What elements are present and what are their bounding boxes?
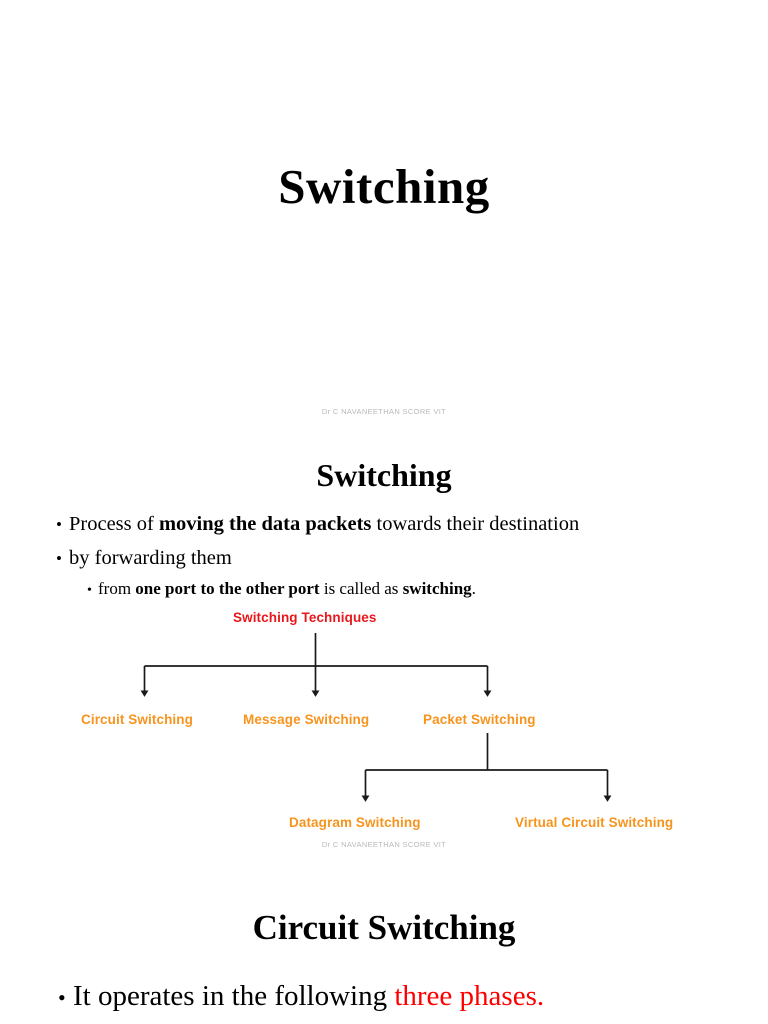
list-item-text-accent: three phases. — [394, 980, 545, 1012]
slide-circuit-switching: Circuit Switching • It operates in the fo… — [0, 860, 768, 1024]
list-item-text-bold: switching — [402, 579, 472, 598]
bullet-marker: • — [87, 583, 92, 598]
bullet-marker: • — [56, 549, 62, 568]
list-item-text-plain: Process of — [69, 513, 159, 535]
list-item-text-plain: It operates in the following — [73, 980, 395, 1012]
diagram-node-datagram-switching: Datagram Switching — [289, 815, 421, 830]
list-item-text-plain: is called as — [319, 579, 403, 598]
list-item-text-plain: towards their destination — [371, 513, 580, 535]
slide-title-page: Switching Dr C NAVANEETHAN SCORE VIT — [0, 0, 768, 440]
diagram-node-packet-switching: Packet Switching — [423, 712, 536, 727]
footer-credit: Dr C NAVANEETHAN SCORE VIT — [321, 407, 447, 416]
list-item: • It operates in the following three phas… — [58, 980, 544, 1013]
bullet-marker: • — [58, 985, 66, 1010]
diagram-node-circuit-switching: Circuit Switching — [81, 712, 193, 727]
list-item-text-plain: from — [98, 579, 136, 598]
section-title: Circuit Switching — [252, 908, 516, 947]
list-item-nested: • from one port to the other port is call… — [87, 579, 476, 600]
slide-switching-overview: Switching • Process of moving the data pa… — [0, 440, 768, 860]
switching-techniques-diagram — [140, 633, 612, 802]
section-title: Switching — [316, 457, 452, 493]
list-item: • by forwarding them — [56, 546, 232, 571]
page-title: Switching — [278, 159, 490, 214]
list-item-text-bold: one port to the other port — [135, 579, 320, 598]
diagram-node-message-switching: Message Switching — [243, 712, 370, 727]
footer-credit: Dr C NAVANEETHAN SCORE VIT — [321, 840, 447, 849]
list-item: • Process of moving the data packets towa… — [56, 512, 579, 537]
list-item-text-plain: . — [471, 579, 476, 598]
list-item-text-bold: moving the data packets — [158, 513, 372, 535]
diagram-node-switching-techniques: Switching Techniques — [233, 610, 377, 625]
diagram-node-virtual-circuit-switching: Virtual Circuit Switching — [515, 815, 674, 830]
bullet-marker: • — [56, 515, 62, 534]
list-item-text-plain: by forwarding them — [69, 547, 232, 569]
